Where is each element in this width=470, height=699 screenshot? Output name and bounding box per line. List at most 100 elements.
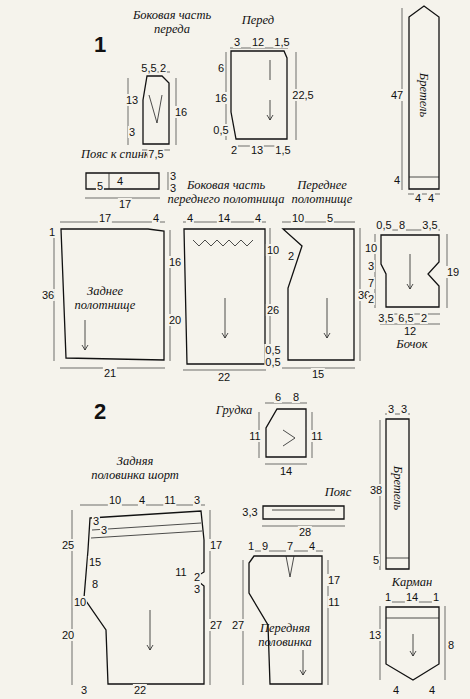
dimension-value: 2 [193,571,201,583]
dimension-value: 5 [326,212,334,224]
dimension-value: 4 [427,192,435,204]
dimension-value: 8 [91,578,99,590]
piece-contour [386,607,439,680]
piece-name: Заднее полотнище [65,284,145,312]
dimension-value: 3 [387,403,395,415]
pattern-piece: Карман [385,606,440,681]
dimension-value: 2 [420,312,428,324]
dimension-value: 47 [390,89,404,101]
dimension-value: 36 [41,289,55,301]
dimension-value: 14 [217,212,231,224]
piece-name: Пояс [313,485,363,499]
dimension-value: 3 [92,515,100,527]
dimension-line [54,8,447,685]
piece-contour [184,229,265,364]
dimension-value: 17 [327,574,341,586]
pattern-piece: Грудка [265,408,307,458]
dimension-value: 15 [88,556,102,568]
dimension-value: 2 [159,62,167,74]
section-number: 1 [93,33,107,57]
grain-mark [386,558,409,559]
dimension-value: 3,5 [377,312,394,324]
grain-mark [193,240,253,338]
dimension-value: 16 [214,92,228,104]
dimension-value: 4 [138,494,146,506]
piece-name: Грудка [209,403,259,417]
piece-name: Бретель [417,73,431,117]
dimension-value: 0,5 [375,219,392,231]
piece-outline [380,234,440,308]
dimension-value: 5,5 [140,62,157,74]
dimension-value: 21 [103,367,117,379]
dimension-value: 4 [152,212,160,224]
piece-outline [142,75,170,145]
dimension-value: 22 [217,371,231,383]
piece-contour [61,229,164,360]
grain-mark [286,556,306,675]
dimension-value: 10 [73,596,87,608]
dimension-value: 7 [367,277,375,289]
dimension-value: 11 [310,430,323,442]
dimension-value: 10 [364,242,378,254]
dimension-value: 14 [279,465,293,477]
dimension-value: 4 [414,192,422,204]
section-number: 2 [93,400,107,424]
dimension-value: 22,5 [291,89,314,101]
piece-name: Бочок [382,337,442,351]
dimension-value: 2 [287,250,295,262]
dimension-value: 3 [128,126,136,138]
dimension-value: 10 [291,212,305,224]
dimension-value: 17 [118,198,132,210]
piece-contour [231,51,287,139]
piece-contour [409,6,439,189]
piece-outline [385,606,440,681]
dimension-value: 15 [311,368,325,380]
grain-mark [272,510,335,511]
dimension-value: 7,5 [147,148,164,160]
dimension-value: 3,5 [421,219,438,231]
dimension-value: 6 [217,62,225,74]
dimension-value: 8 [398,219,406,231]
dimension-value: 1 [48,226,56,238]
dimension-value: 4 [428,684,436,696]
dimension-value: 5 [372,554,380,566]
dimension-value: 1 [432,591,440,603]
dimension-value: 16 [168,256,182,268]
dimension-value: 10 [266,244,280,256]
grain-mark [267,60,273,120]
piece-name: Задняя половинка шорт [90,454,180,482]
dimension-value: 2 [367,293,375,305]
dimension-value: 17 [98,212,112,224]
piece-outline [248,555,323,685]
dimension-value: 3 [367,260,375,272]
dimension-value: 20 [168,314,182,326]
dimension-value: 6,5 [397,312,414,324]
dimension-value: 4 [254,212,262,224]
piece-name: Переднее полотнище [287,178,357,206]
piece-outline [282,228,355,361]
grain-mark [324,298,330,338]
pattern-piece: Передняя половинка [248,555,323,685]
piece-name: Бретель [391,466,405,510]
dimension-value: 11 [327,596,340,608]
dimension-value: 19 [446,266,460,278]
dimension-value: 3 [193,583,201,595]
dimension-value: 3 [400,403,408,415]
dimension-value: 7 [286,540,294,552]
pattern-piece: Переднее полотнище [282,228,355,361]
grain-mark [149,95,162,123]
dimension-value: 11 [174,566,187,578]
piece-contour [381,235,439,307]
dimension-value: 4 [392,684,400,696]
dimension-value: 4 [116,175,124,187]
dimension-value: 3 [80,684,88,696]
dimension-value: 14 [405,591,419,603]
dimension-value: 11 [163,494,176,506]
dimension-value: 20 [61,629,75,641]
dimension-value: 4 [308,540,316,552]
pattern-piece: Бретель [408,5,440,190]
dimension-value: 5 [96,180,104,192]
piece-name: Передняя половинка [251,621,319,649]
pattern-piece: Боковая часть переднего полотнища [183,228,266,365]
